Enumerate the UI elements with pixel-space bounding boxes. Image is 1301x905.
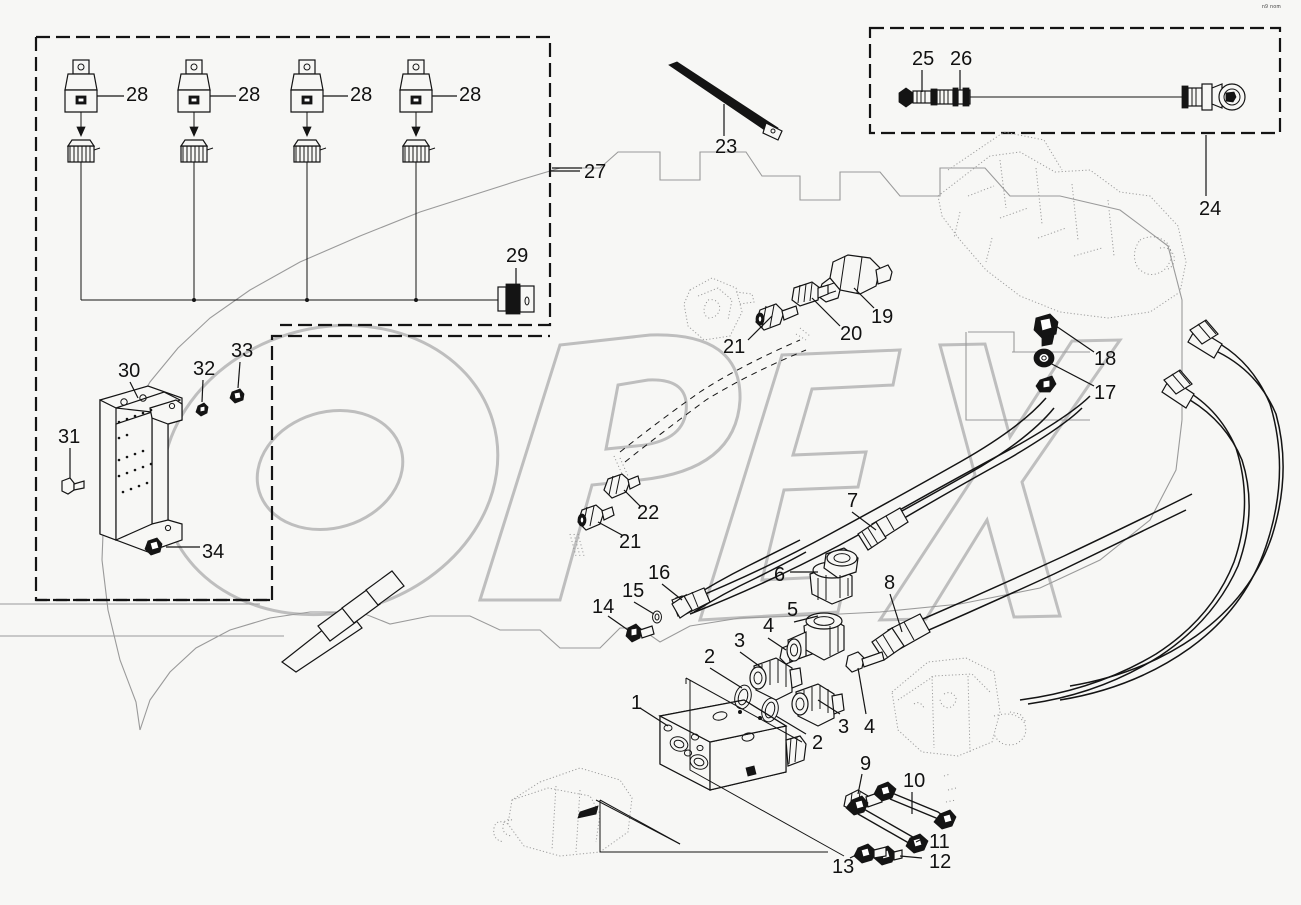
mounting-bracket <box>99 385 183 553</box>
callout-6: 6 <box>774 564 786 586</box>
hose-assembly-lower <box>871 493 1193 661</box>
callout-21b: 21 <box>619 531 642 553</box>
port-block-ghost <box>683 277 755 341</box>
banjo-fitting <box>577 504 615 531</box>
callout-8: 8 <box>884 572 896 594</box>
callout-2a: 2 <box>704 646 716 668</box>
callout-21a: 21 <box>723 336 746 358</box>
o-ring-small <box>652 610 662 624</box>
hex-bolt <box>845 651 885 673</box>
callout-34: 34 <box>202 541 225 563</box>
callout-28d: 28 <box>459 84 482 106</box>
hose-assembly-right-lower <box>1019 369 1250 705</box>
relay-switch-group <box>64 59 500 302</box>
relay-switch <box>399 59 436 300</box>
callout-31: 31 <box>58 426 81 448</box>
callout-10: 10 <box>903 770 926 792</box>
hydraulic-manifold-block <box>658 699 807 791</box>
callout-3b: 3 <box>838 716 850 738</box>
hose-end-upper <box>1035 375 1057 393</box>
banjo-bolt <box>853 843 887 864</box>
sensor-harness-enclosure <box>868 26 1282 135</box>
elbow-fitting <box>809 547 859 605</box>
hose-assembly-center <box>671 397 1055 617</box>
callout-29: 29 <box>506 245 529 267</box>
callout-18: 18 <box>1094 348 1117 370</box>
hex-nut <box>144 537 163 556</box>
sensor-cable-dotted <box>613 327 811 477</box>
corner-code-text: n9 nom <box>1262 4 1282 10</box>
swivel-nut-fitting <box>791 683 845 727</box>
callout-26: 26 <box>950 48 973 70</box>
bracket-mount-enclosure <box>36 334 550 602</box>
bracket-bolt <box>61 477 85 495</box>
banjo-fitting <box>755 303 799 331</box>
engine-assembly-ghost <box>937 131 1187 319</box>
pump-assembly-ghost <box>891 657 1027 803</box>
callout-7: 7 <box>847 490 859 512</box>
callout-25: 25 <box>912 48 935 70</box>
flange-nut <box>229 388 245 404</box>
straight-connector <box>791 281 829 307</box>
callout-32: 32 <box>193 358 216 380</box>
tube-line-short <box>845 795 929 854</box>
lock-nut <box>195 402 209 417</box>
cable-tie <box>668 61 783 141</box>
callout-19: 19 <box>871 306 894 328</box>
module-connector <box>497 283 535 315</box>
relay-switch <box>64 59 101 300</box>
leader-lines <box>69 70 1095 859</box>
callout-11: 11 <box>929 831 950 853</box>
pressure-switch <box>817 254 893 303</box>
callout-28a: 28 <box>126 84 149 106</box>
callout-12: 12 <box>929 851 952 873</box>
callout-2b: 2 <box>812 732 824 754</box>
callout-24: 24 <box>1199 198 1222 220</box>
o-ring-seal <box>734 684 752 710</box>
callout-30: 30 <box>118 360 141 382</box>
starter-motor-ghost <box>493 767 681 857</box>
callout-4a: 4 <box>763 615 775 637</box>
elbow-connector <box>1033 313 1059 347</box>
callout-15: 15 <box>622 580 645 602</box>
callout-9: 9 <box>860 753 872 775</box>
callout-28b: 28 <box>238 84 261 106</box>
relay-switch <box>177 59 214 300</box>
machine-body-outline <box>0 151 1183 731</box>
callout-16: 16 <box>648 562 671 584</box>
union-fitting <box>603 473 641 499</box>
callout-20: 20 <box>840 323 863 345</box>
tube-line-long <box>873 781 957 830</box>
sensor-harness-group <box>898 83 1246 196</box>
callout-3a: 3 <box>734 630 746 652</box>
swivel-nut-fitting <box>749 657 803 701</box>
orientation-arrow <box>281 570 405 673</box>
washer-seal <box>1033 348 1055 368</box>
callout-17: 17 <box>1094 382 1117 404</box>
callout-14: 14 <box>592 596 615 618</box>
callout-33: 33 <box>231 340 254 362</box>
relay-switch <box>290 59 327 300</box>
spring-ghost <box>569 533 585 557</box>
hose-end-fitting <box>671 539 807 619</box>
callout-13: 13 <box>832 856 855 878</box>
callout-28c: 28 <box>350 84 373 106</box>
callout-5: 5 <box>787 599 799 621</box>
callout-23: 23 <box>715 136 738 158</box>
hose-assembly-right-upper <box>1059 319 1284 701</box>
stud-fitting <box>625 623 655 643</box>
callout-22: 22 <box>637 502 660 524</box>
callout-1: 1 <box>631 692 643 714</box>
callout-27: 27 <box>584 161 607 183</box>
callout-4b: 4 <box>864 716 876 738</box>
